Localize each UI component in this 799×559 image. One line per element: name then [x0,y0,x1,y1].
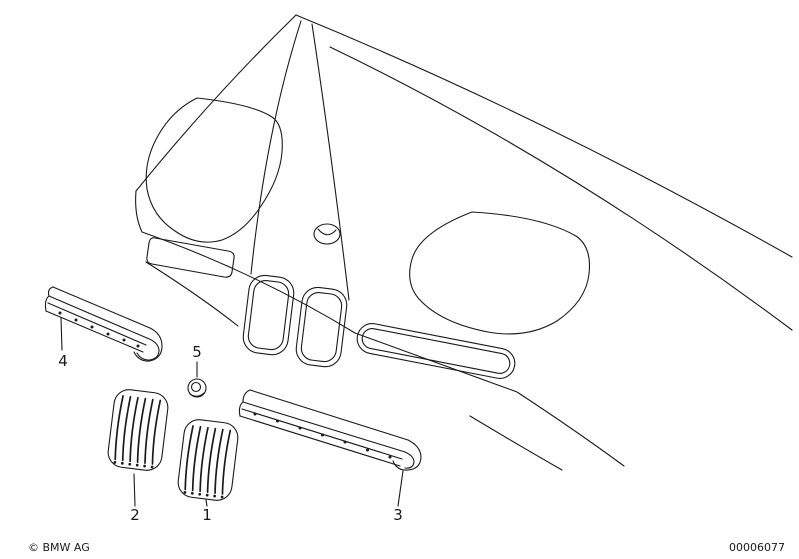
leader-line-2 [133,473,136,507]
kidney-grille-opening-left [242,274,295,356]
kidney-grille-opening-right [295,286,348,368]
headlight-cover-left [145,97,283,243]
windshield-base-line [329,46,793,331]
upper-grille-slot-on-car [146,237,235,278]
leader-line-4 [60,317,63,351]
part5-grommet [187,378,207,398]
bumper-lower-right-crease [469,415,563,471]
bumper-top-edge [141,231,625,467]
roof-edge-line [295,14,793,258]
part4-upper-trim-strip [44,286,163,362]
hood-roundel [313,223,341,245]
document-number: 00006077 [729,541,785,554]
car-front-outline [135,14,793,471]
hood-crease-right [311,23,350,301]
headlight-cover-right [409,211,591,335]
callout-leader-lines [60,317,404,507]
part1-kidney-grille [177,419,239,501]
callout-1: 1 [202,506,212,524]
lower-grille-slot-on-car [356,323,516,379]
leader-line-3 [397,470,404,507]
hood-left-edge [135,14,297,192]
hood-crease-left [250,20,302,275]
copyright-text: © BMW AG [28,541,90,554]
callout-2: 2 [130,506,140,524]
leader-line-1 [205,499,208,507]
callout-3: 3 [393,506,403,524]
callout-4: 4 [58,352,68,370]
callout-5: 5 [192,343,202,361]
front-left-corner [135,190,143,233]
part2-kidney-grille [107,389,169,471]
part3-lower-trim-strip [238,389,422,471]
bumper-lower-left-edge [145,261,239,327]
